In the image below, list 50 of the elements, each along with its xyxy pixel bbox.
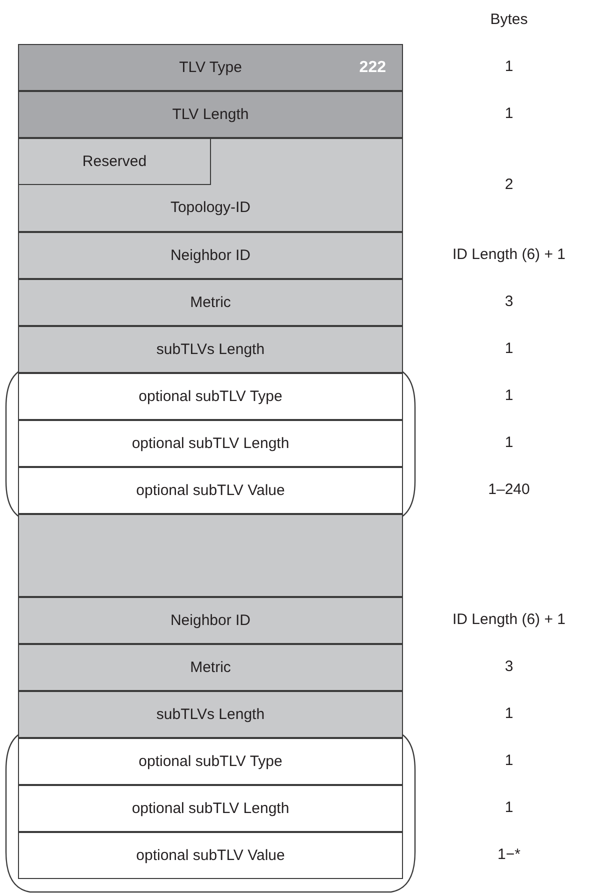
byte-count: 1 xyxy=(504,105,514,123)
field-name: Reserved xyxy=(82,152,147,170)
field-name: optional subTLV Length xyxy=(132,800,290,818)
byte-count: 2 xyxy=(504,176,514,194)
field-row xyxy=(18,44,403,91)
field-name: TLV Type xyxy=(179,58,242,76)
optional-field-row xyxy=(18,467,403,514)
field-row xyxy=(18,232,403,279)
field-name: optional subTLV Type xyxy=(138,752,282,770)
byte-count: 1 xyxy=(504,58,514,76)
field-name: TLV Length xyxy=(172,106,249,124)
empty-field-bar xyxy=(18,514,403,597)
field-name: Neighbor ID xyxy=(170,612,251,630)
field-name: subTLVs Length xyxy=(156,706,265,724)
byte-count: 3 xyxy=(504,293,514,311)
field-name: Topology-ID xyxy=(170,199,251,217)
optional-field-row xyxy=(18,420,403,467)
byte-count: 1 xyxy=(504,434,514,452)
byte-count: 1 xyxy=(504,340,514,358)
reserved-field xyxy=(18,138,211,185)
field-row xyxy=(18,91,403,138)
field-row xyxy=(18,326,403,373)
field-name: Neighbor ID xyxy=(170,246,251,264)
optional-field-row xyxy=(18,785,403,832)
byte-count: 1 xyxy=(504,752,514,770)
field-name: optional subTLV Type xyxy=(138,388,282,406)
field-row xyxy=(18,597,403,644)
byte-count: 1 xyxy=(504,705,514,723)
field-name: optional subTLV Value xyxy=(136,846,285,864)
byte-count: ID Length (6) + 1 xyxy=(452,246,566,264)
field-row xyxy=(18,138,403,232)
byte-count: ID Length (6) + 1 xyxy=(452,611,566,629)
column-header: Bytes xyxy=(490,11,528,29)
field-name: Metric xyxy=(190,658,231,676)
byte-count: 1 xyxy=(504,799,514,817)
byte-count: 1 xyxy=(504,387,514,405)
field-row xyxy=(18,691,403,738)
field-name: subTLVs Length xyxy=(156,340,265,358)
field-name: optional subTLV Length xyxy=(132,434,290,452)
optional-field-row xyxy=(18,832,403,879)
optional-field-row xyxy=(18,738,403,785)
byte-count: 1−* xyxy=(498,846,520,864)
field-row xyxy=(18,279,403,326)
field-name: Metric xyxy=(190,294,231,312)
byte-count: 3 xyxy=(504,658,514,676)
type-code: 222 xyxy=(359,58,386,76)
field-row xyxy=(18,644,403,691)
field-name: optional subTLV Value xyxy=(136,482,285,500)
optional-field-row xyxy=(18,373,403,420)
byte-count: 1–240 xyxy=(488,481,530,499)
